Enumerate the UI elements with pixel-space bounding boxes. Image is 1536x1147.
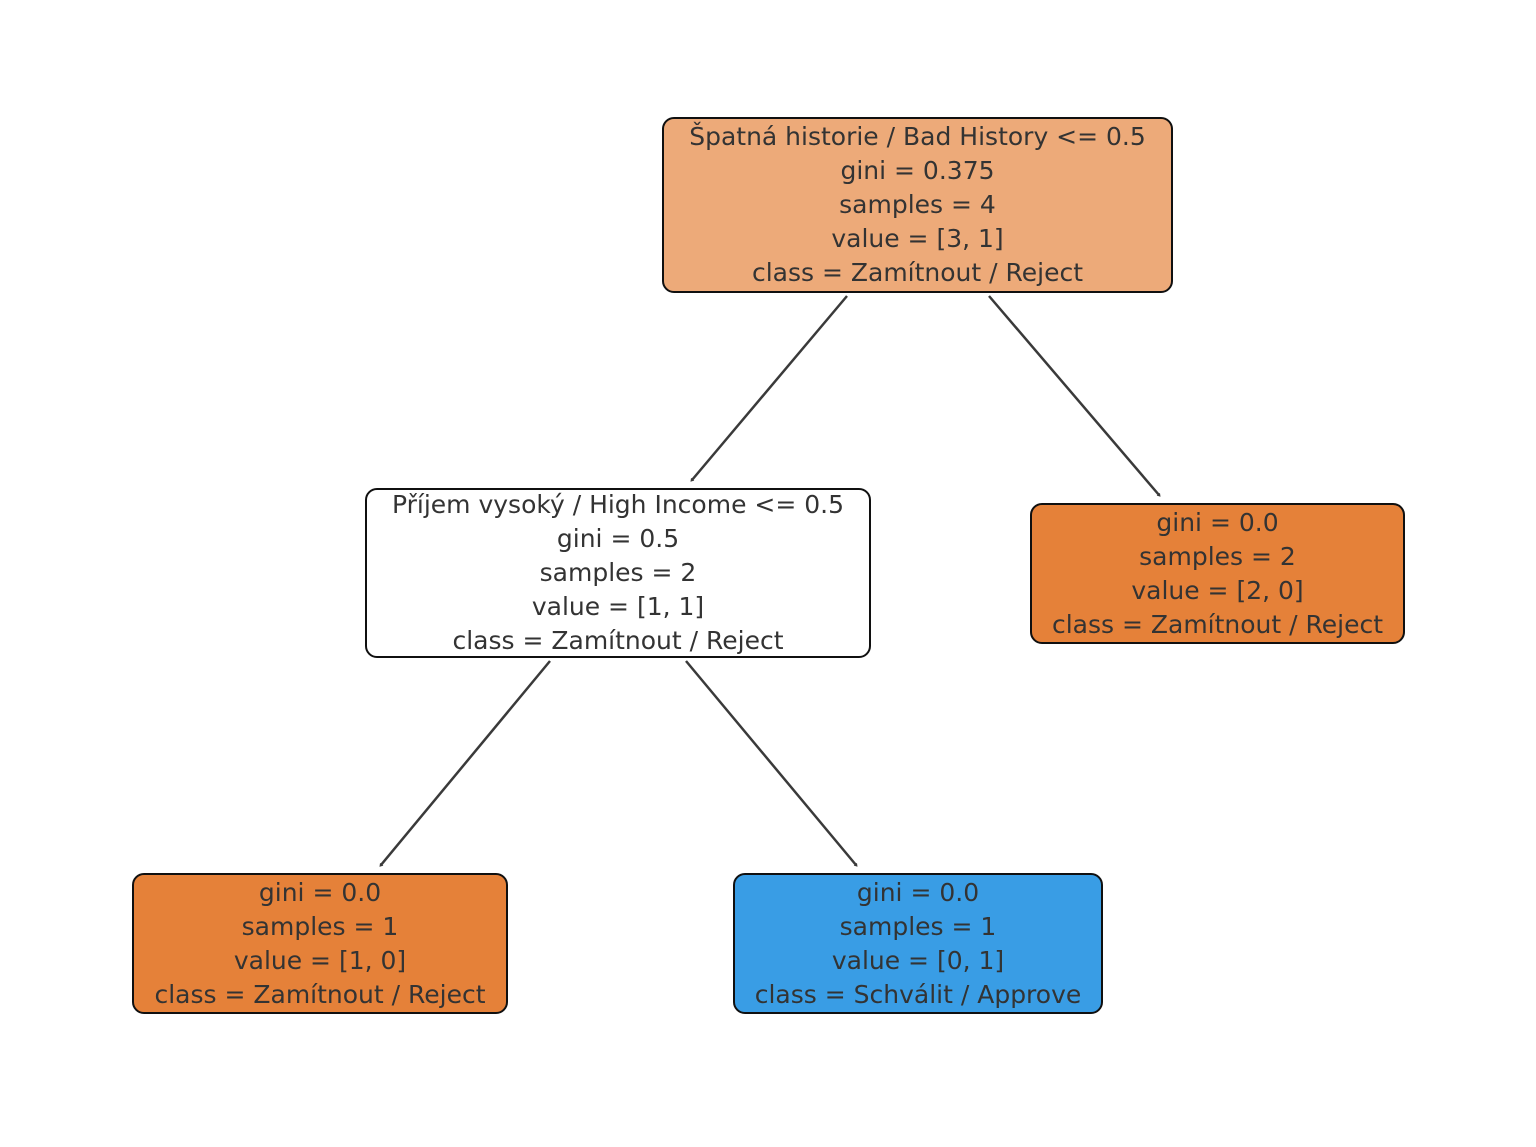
node-gini: gini = 0.0 xyxy=(1156,507,1279,537)
tree-leaf-bad-history: gini = 0.0 samples = 2 value = [2, 0] cl… xyxy=(1030,503,1405,644)
edge-income-to-leaf-left xyxy=(381,660,551,865)
node-samples: samples = 4 xyxy=(839,190,996,219)
edge-root-to-leaf-right xyxy=(988,295,1159,495)
node-class: class = Schválit / Approve xyxy=(754,979,1082,1009)
node-class: class = Zamítnout / Reject xyxy=(154,979,486,1009)
node-value: value = [1, 0] xyxy=(233,945,407,975)
node-samples: samples = 1 xyxy=(839,911,997,941)
tree-leaf-low-income: gini = 0.0 samples = 1 value = [1, 0] cl… xyxy=(132,873,508,1014)
node-condition: Špatná historie / Bad History <= 0.5 xyxy=(689,122,1146,151)
node-value: value = [2, 0] xyxy=(1131,575,1304,605)
edge-income-to-leaf-blue xyxy=(685,660,856,865)
node-samples: samples = 2 xyxy=(539,558,697,587)
node-gini: gini = 0.0 xyxy=(856,877,980,907)
edge-root-to-income xyxy=(692,295,848,480)
node-value: value = [1, 1] xyxy=(531,592,705,621)
node-gini: gini = 0.0 xyxy=(258,877,382,907)
node-class: class = Zamítnout / Reject xyxy=(452,626,784,655)
tree-leaf-approve: gini = 0.0 samples = 1 value = [0, 1] cl… xyxy=(733,873,1103,1014)
node-class: class = Zamítnout / Reject xyxy=(751,258,1084,287)
node-value: value = [0, 1] xyxy=(831,945,1005,975)
node-gini: gini = 0.375 xyxy=(840,156,995,185)
tree-node-income-split: Příjem vysoký / High Income <= 0.5 gini … xyxy=(365,488,871,658)
node-value: value = [3, 1] xyxy=(831,224,1004,253)
node-condition: Příjem vysoký / High Income <= 0.5 xyxy=(391,490,845,519)
node-gini: gini = 0.5 xyxy=(556,524,680,553)
node-samples: samples = 1 xyxy=(241,911,399,941)
tree-node-root: Špatná historie / Bad History <= 0.5 gin… xyxy=(662,117,1173,293)
node-samples: samples = 2 xyxy=(1139,541,1296,571)
node-class: class = Zamítnout / Reject xyxy=(1051,609,1384,639)
